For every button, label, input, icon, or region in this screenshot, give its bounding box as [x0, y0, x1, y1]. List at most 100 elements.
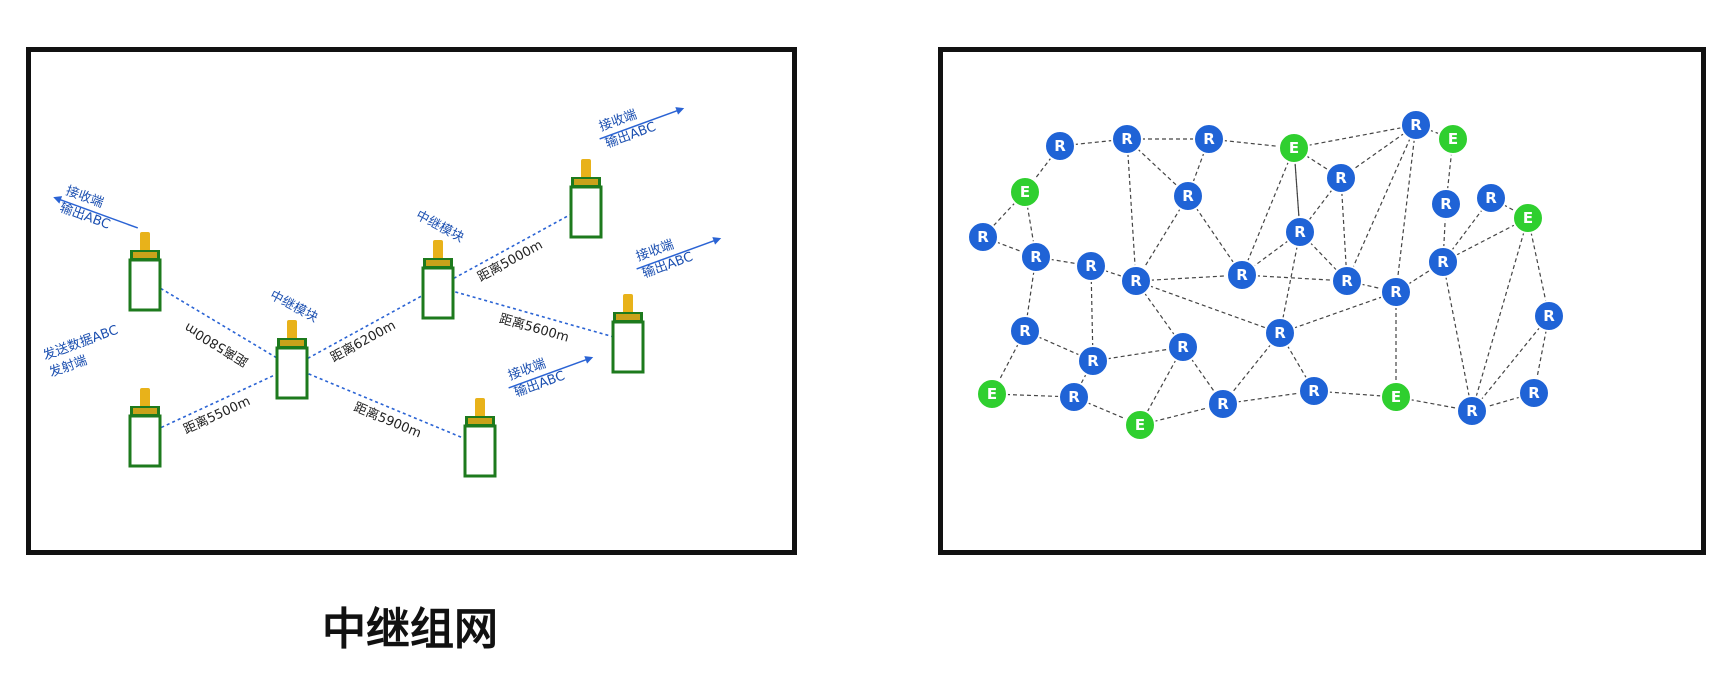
- radio-module-relay2: [421, 240, 455, 320]
- node-circle: [1044, 130, 1076, 162]
- node-circle: [1380, 381, 1412, 413]
- router-node: R: [1226, 259, 1258, 291]
- router-node: R: [1456, 395, 1488, 427]
- node-circle: [1124, 409, 1156, 441]
- node-circle: [1207, 388, 1239, 420]
- router-node: R: [1331, 265, 1363, 297]
- node-circle: [976, 378, 1008, 410]
- mesh-link: [1024, 256, 1037, 332]
- mesh-link: [1241, 274, 1348, 282]
- module-body: [128, 258, 162, 312]
- direction-arrow: [58, 198, 139, 229]
- mesh-link: [1293, 124, 1417, 149]
- node-circle: [1058, 381, 1090, 413]
- node-circle: [1264, 317, 1296, 349]
- arrowhead-icon: [675, 107, 685, 115]
- relay-link: [291, 366, 481, 446]
- module-connector: [468, 418, 492, 424]
- mesh-link: [1135, 195, 1189, 282]
- end-device-node: E: [1380, 381, 1412, 413]
- node-letter: E: [1289, 139, 1299, 157]
- antenna-icon: [623, 294, 633, 316]
- router-node: R: [1009, 315, 1041, 347]
- module-connector: [280, 340, 304, 346]
- node-letter: R: [1182, 187, 1194, 205]
- node-letter: R: [1054, 137, 1066, 155]
- node-letter: R: [1410, 116, 1422, 134]
- end-device-node: E: [1278, 132, 1310, 164]
- module-body: [128, 414, 162, 468]
- mesh-link: [1471, 217, 1529, 412]
- relay-link: [144, 366, 293, 436]
- antenna-icon: [433, 240, 443, 262]
- node-letter: R: [1236, 266, 1248, 284]
- node-letter: R: [1030, 248, 1042, 266]
- router-node: R: [1172, 180, 1204, 212]
- antenna-icon: [140, 388, 150, 410]
- node-circle: [1298, 375, 1330, 407]
- node-letter: R: [1217, 395, 1229, 413]
- node-letter: R: [1068, 388, 1080, 406]
- node-circle: [1075, 250, 1107, 282]
- node-circle: [1009, 176, 1041, 208]
- direction-arrow: [636, 239, 716, 270]
- mesh-link: [1024, 330, 1094, 362]
- router-node: R: [1430, 188, 1462, 220]
- module-body: [275, 346, 309, 400]
- distance-label: 距离5600m: [497, 311, 570, 346]
- node-letter: R: [1085, 257, 1097, 275]
- node-circle: [1193, 123, 1225, 155]
- end-device-node: E: [1512, 202, 1544, 234]
- mesh-link: [1471, 315, 1550, 412]
- node-circle: [1111, 123, 1143, 155]
- relay-link: [144, 278, 293, 368]
- mesh-link: [1135, 280, 1281, 334]
- mesh-link: [1241, 147, 1295, 276]
- node-circle: [967, 221, 999, 253]
- radio-module-relay1: [275, 320, 309, 400]
- module-body: [463, 424, 497, 478]
- mesh-link: [1279, 291, 1397, 334]
- node-letter: E: [1523, 209, 1533, 227]
- module-body: [421, 266, 455, 320]
- relay-link: [437, 286, 629, 342]
- router-node: R: [1298, 375, 1330, 407]
- node-circle: [1400, 109, 1432, 141]
- node-letter: E: [1020, 183, 1030, 201]
- router-node: R: [1264, 317, 1296, 349]
- node-circle: [1009, 315, 1041, 347]
- router-node: R: [1380, 276, 1412, 308]
- node-circle: [1518, 377, 1550, 409]
- distance-label: 距离5500m: [181, 393, 253, 438]
- mesh-link: [1340, 177, 1348, 282]
- direction-arrow: [599, 109, 679, 140]
- node-letter: R: [1485, 189, 1497, 207]
- node-letter: R: [1121, 130, 1133, 148]
- node-circle: [1284, 216, 1316, 248]
- mesh-link: [1135, 274, 1243, 282]
- module-connector: [133, 408, 157, 414]
- mesh-link: [1241, 231, 1301, 276]
- radio-module-recv-bottom: [463, 398, 497, 478]
- distance-label: 距离5800m: [182, 319, 252, 370]
- mesh-link: [1279, 231, 1301, 334]
- node-letter: R: [1466, 402, 1478, 420]
- node-letter: R: [1528, 384, 1540, 402]
- antenna-icon: [475, 398, 485, 420]
- node-letter: E: [1391, 388, 1401, 406]
- node-circle: [1120, 265, 1152, 297]
- radio-module-recv-top: [569, 159, 603, 239]
- router-node: R: [1077, 345, 1109, 377]
- mesh-link: [1126, 138, 1137, 282]
- node-letter: E: [1135, 416, 1145, 434]
- node-circle: [1475, 182, 1507, 214]
- node-circle: [1167, 331, 1199, 363]
- end-device-node: E: [976, 378, 1008, 410]
- arrowhead-icon: [53, 196, 63, 204]
